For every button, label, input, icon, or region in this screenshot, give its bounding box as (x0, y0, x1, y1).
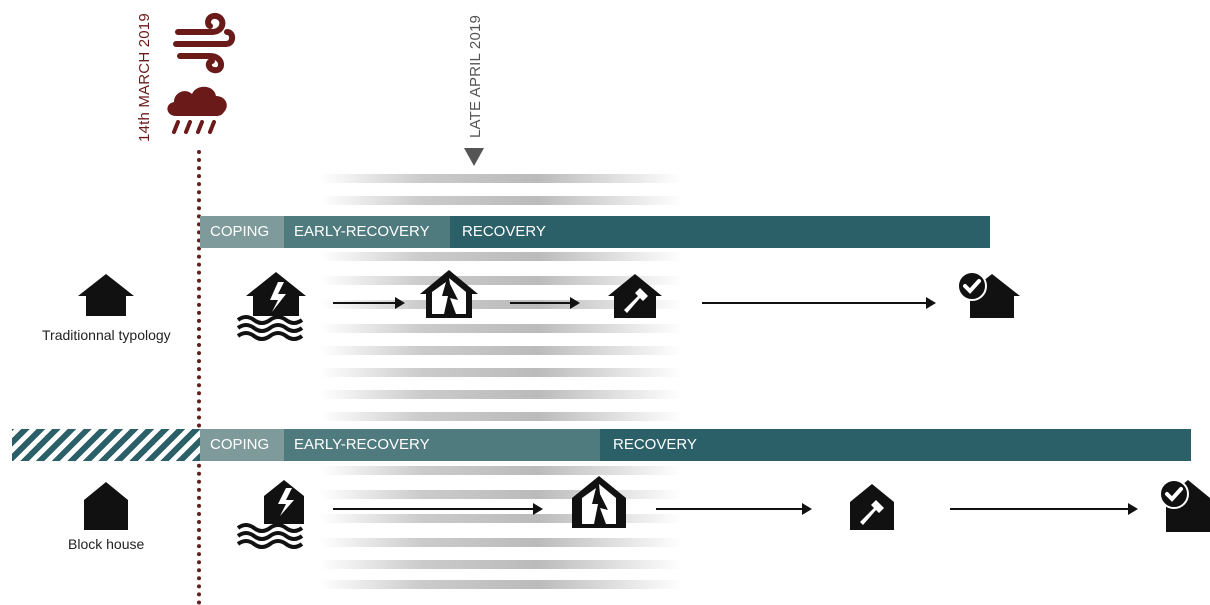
background-stripe (320, 514, 682, 523)
restored-house-icon (1159, 479, 1210, 532)
phase-early-recovery: EARLY-RECOVERY (284, 429, 600, 461)
wind-icon (173, 12, 236, 74)
phase-recovery: RECOVERY (450, 216, 990, 248)
pre-event-hatched-bar (12, 429, 200, 461)
repair-house-icon (608, 274, 662, 318)
background-stripe (320, 196, 682, 205)
traditional-house-icon (78, 274, 134, 316)
transition-arrow (333, 503, 543, 515)
background-stripe (320, 490, 682, 499)
typology-label-block: Block house (68, 536, 145, 552)
transition-arrow (510, 297, 580, 309)
flooded-house-icon (236, 272, 306, 341)
flooded-house-icon (236, 480, 304, 549)
block-house-icon (84, 482, 128, 530)
phase-early-recovery: EARLY-RECOVERY (284, 216, 450, 248)
transition-arrow (950, 503, 1138, 515)
transition-arrow (333, 297, 405, 309)
phase-bar-block: COPING EARLY-RECOVERY RECOVERY (200, 429, 1191, 461)
event-date-label: 14th MARCH 2019 (136, 13, 153, 142)
repair-house-icon (850, 484, 894, 530)
background-stripe (320, 412, 682, 421)
phase-bar-traditional: COPING EARLY-RECOVERY RECOVERY (200, 216, 990, 248)
transition-arrow (702, 297, 936, 309)
background-stripe (320, 252, 682, 261)
event-date-line (197, 150, 201, 605)
background-stripe (320, 276, 682, 285)
rain-cloud-icon (167, 86, 227, 134)
background-stripe (320, 560, 682, 569)
damaged-house-icon (572, 476, 626, 528)
date-marker-triangle (464, 148, 484, 166)
typology-label-traditional: Traditionnal typology (42, 327, 171, 343)
phase-coping: COPING (200, 429, 284, 461)
phase-coping: COPING (200, 216, 284, 248)
transition-arrow (656, 503, 812, 515)
restored-house-icon (957, 271, 1020, 318)
background-stripe (320, 580, 682, 589)
background-stripe (320, 300, 682, 309)
late-april-date-label: LATE APRIL 2019 (467, 14, 484, 138)
background-stripe (320, 538, 682, 547)
background-stripe (320, 174, 682, 183)
phase-recovery: RECOVERY (600, 429, 1191, 461)
background-stripe (320, 346, 682, 355)
background-stripe (320, 466, 682, 475)
damaged-house-icon (420, 270, 478, 318)
background-stripe (320, 390, 682, 399)
background-stripe (320, 324, 682, 333)
background-stripe (320, 368, 682, 377)
